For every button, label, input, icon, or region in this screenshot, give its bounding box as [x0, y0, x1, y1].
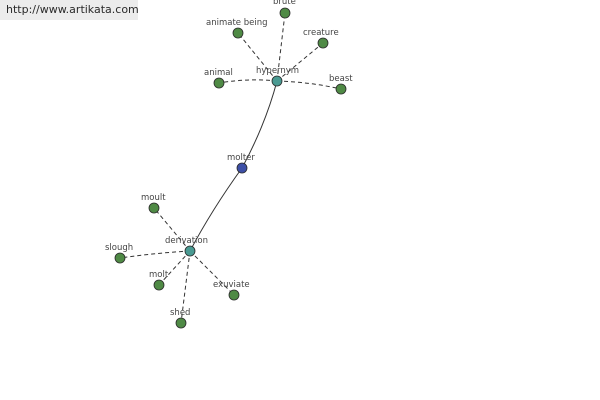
node-label-slough: slough [105, 243, 133, 253]
node-moult[interactable]: moult [141, 193, 166, 214]
node-label-creature: creature [303, 28, 339, 38]
node-label-hypernym: hypernym [256, 66, 299, 76]
edge-hypernym-animal [218, 79, 278, 84]
node-circle-slough[interactable] [114, 252, 126, 264]
edge-derivation-molt [158, 250, 191, 286]
node-hypernym[interactable]: hypernym [256, 66, 299, 87]
node-label-animal: animal [204, 68, 233, 78]
node-circle-creature[interactable] [317, 37, 329, 49]
node-circle-animal[interactable] [213, 77, 225, 89]
node-circle-brute[interactable] [279, 7, 291, 19]
node-label-molt: molt [149, 270, 169, 280]
edge-molter-derivation [189, 167, 243, 252]
node-molt[interactable]: molt [149, 270, 169, 291]
node-shed[interactable]: shed [170, 308, 190, 329]
edges-layer [119, 12, 342, 324]
node-label-exuviate: exuviate [213, 280, 250, 290]
node-circle-shed[interactable] [175, 317, 187, 329]
edge-derivation-shed [180, 250, 191, 324]
edge-derivation-moult [153, 207, 191, 252]
watermark-link[interactable]: http://www.artikata.com [0, 0, 139, 20]
node-beast[interactable]: beast [329, 74, 353, 95]
node-label-shed: shed [170, 308, 190, 318]
nodes-layer: molter hypernym derivation brute animate… [105, 0, 353, 329]
node-circle-molt[interactable] [153, 279, 165, 291]
edge-hypernym-animate-being [237, 32, 278, 82]
node-exuviate[interactable]: exuviate [213, 280, 250, 301]
edge-derivation-exuviate [189, 250, 235, 296]
edge-molter-hypernym [241, 80, 278, 169]
edge-hypernym-beast [276, 80, 342, 90]
node-circle-moult[interactable] [148, 202, 160, 214]
node-circle-animate-being[interactable] [232, 27, 244, 39]
node-label-moult: moult [141, 193, 166, 203]
node-creature[interactable]: creature [303, 28, 339, 49]
edge-hypernym-creature [276, 42, 324, 82]
node-label-brute: brute [273, 0, 296, 7]
node-brute[interactable]: brute [273, 0, 296, 19]
node-circle-hypernym[interactable] [271, 75, 283, 87]
edge-hypernym-brute [276, 12, 286, 82]
node-label-beast: beast [329, 74, 353, 84]
node-molter[interactable]: molter [227, 153, 255, 174]
edge-derivation-slough [119, 250, 191, 259]
node-animate-being[interactable]: animate being [206, 18, 267, 39]
node-circle-exuviate[interactable] [228, 289, 240, 301]
node-derivation[interactable]: derivation [165, 236, 208, 257]
node-circle-molter[interactable] [236, 162, 248, 174]
node-label-animate-being: animate being [206, 18, 267, 28]
node-label-derivation: derivation [165, 236, 208, 246]
node-animal[interactable]: animal [204, 68, 233, 89]
node-circle-derivation[interactable] [184, 245, 196, 257]
node-circle-beast[interactable] [335, 83, 347, 95]
node-label-molter: molter [227, 153, 255, 163]
node-slough[interactable]: slough [105, 243, 133, 264]
